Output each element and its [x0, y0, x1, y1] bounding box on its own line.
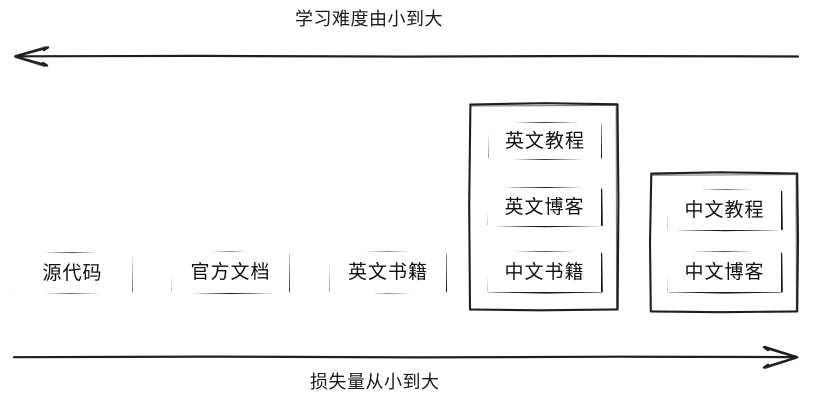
node-label-english-tutorial: 英文教程 [504, 129, 585, 152]
top-axis-arrow [14, 46, 800, 68]
node-english-books[interactable]: 英文书籍 [330, 252, 446, 293]
node-label-chinese-books: 中文书籍 [504, 260, 585, 283]
node-label-official-docs: 官方文档 [190, 261, 271, 283]
node-label-english-books: 英文书籍 [347, 261, 428, 283]
node-label-source-code: 源代码 [42, 261, 103, 284]
node-official-docs[interactable]: 官方文档 [172, 252, 289, 293]
bottom-axis-arrow [12, 345, 799, 369]
bottom-axis-label: 损失量从小到大 [310, 372, 440, 393]
node-chinese-books[interactable]: 中文书籍 [488, 252, 601, 292]
top-axis-label: 学习难度由小到大 [295, 9, 443, 30]
node-english-blog[interactable]: 英文博客 [488, 188, 601, 226]
node-label-chinese-tutorial: 中文教程 [684, 198, 765, 221]
node-english-tutorial[interactable]: 英文教程 [489, 123, 601, 159]
node-chinese-tutorial[interactable]: 中文教程 [668, 190, 781, 230]
node-source-code[interactable]: 源代码 [13, 253, 132, 293]
node-chinese-blog[interactable]: 中文博客 [668, 252, 781, 292]
node-label-chinese-blog: 中文博客 [684, 260, 765, 283]
node-label-english-blog: 英文博客 [504, 195, 585, 218]
